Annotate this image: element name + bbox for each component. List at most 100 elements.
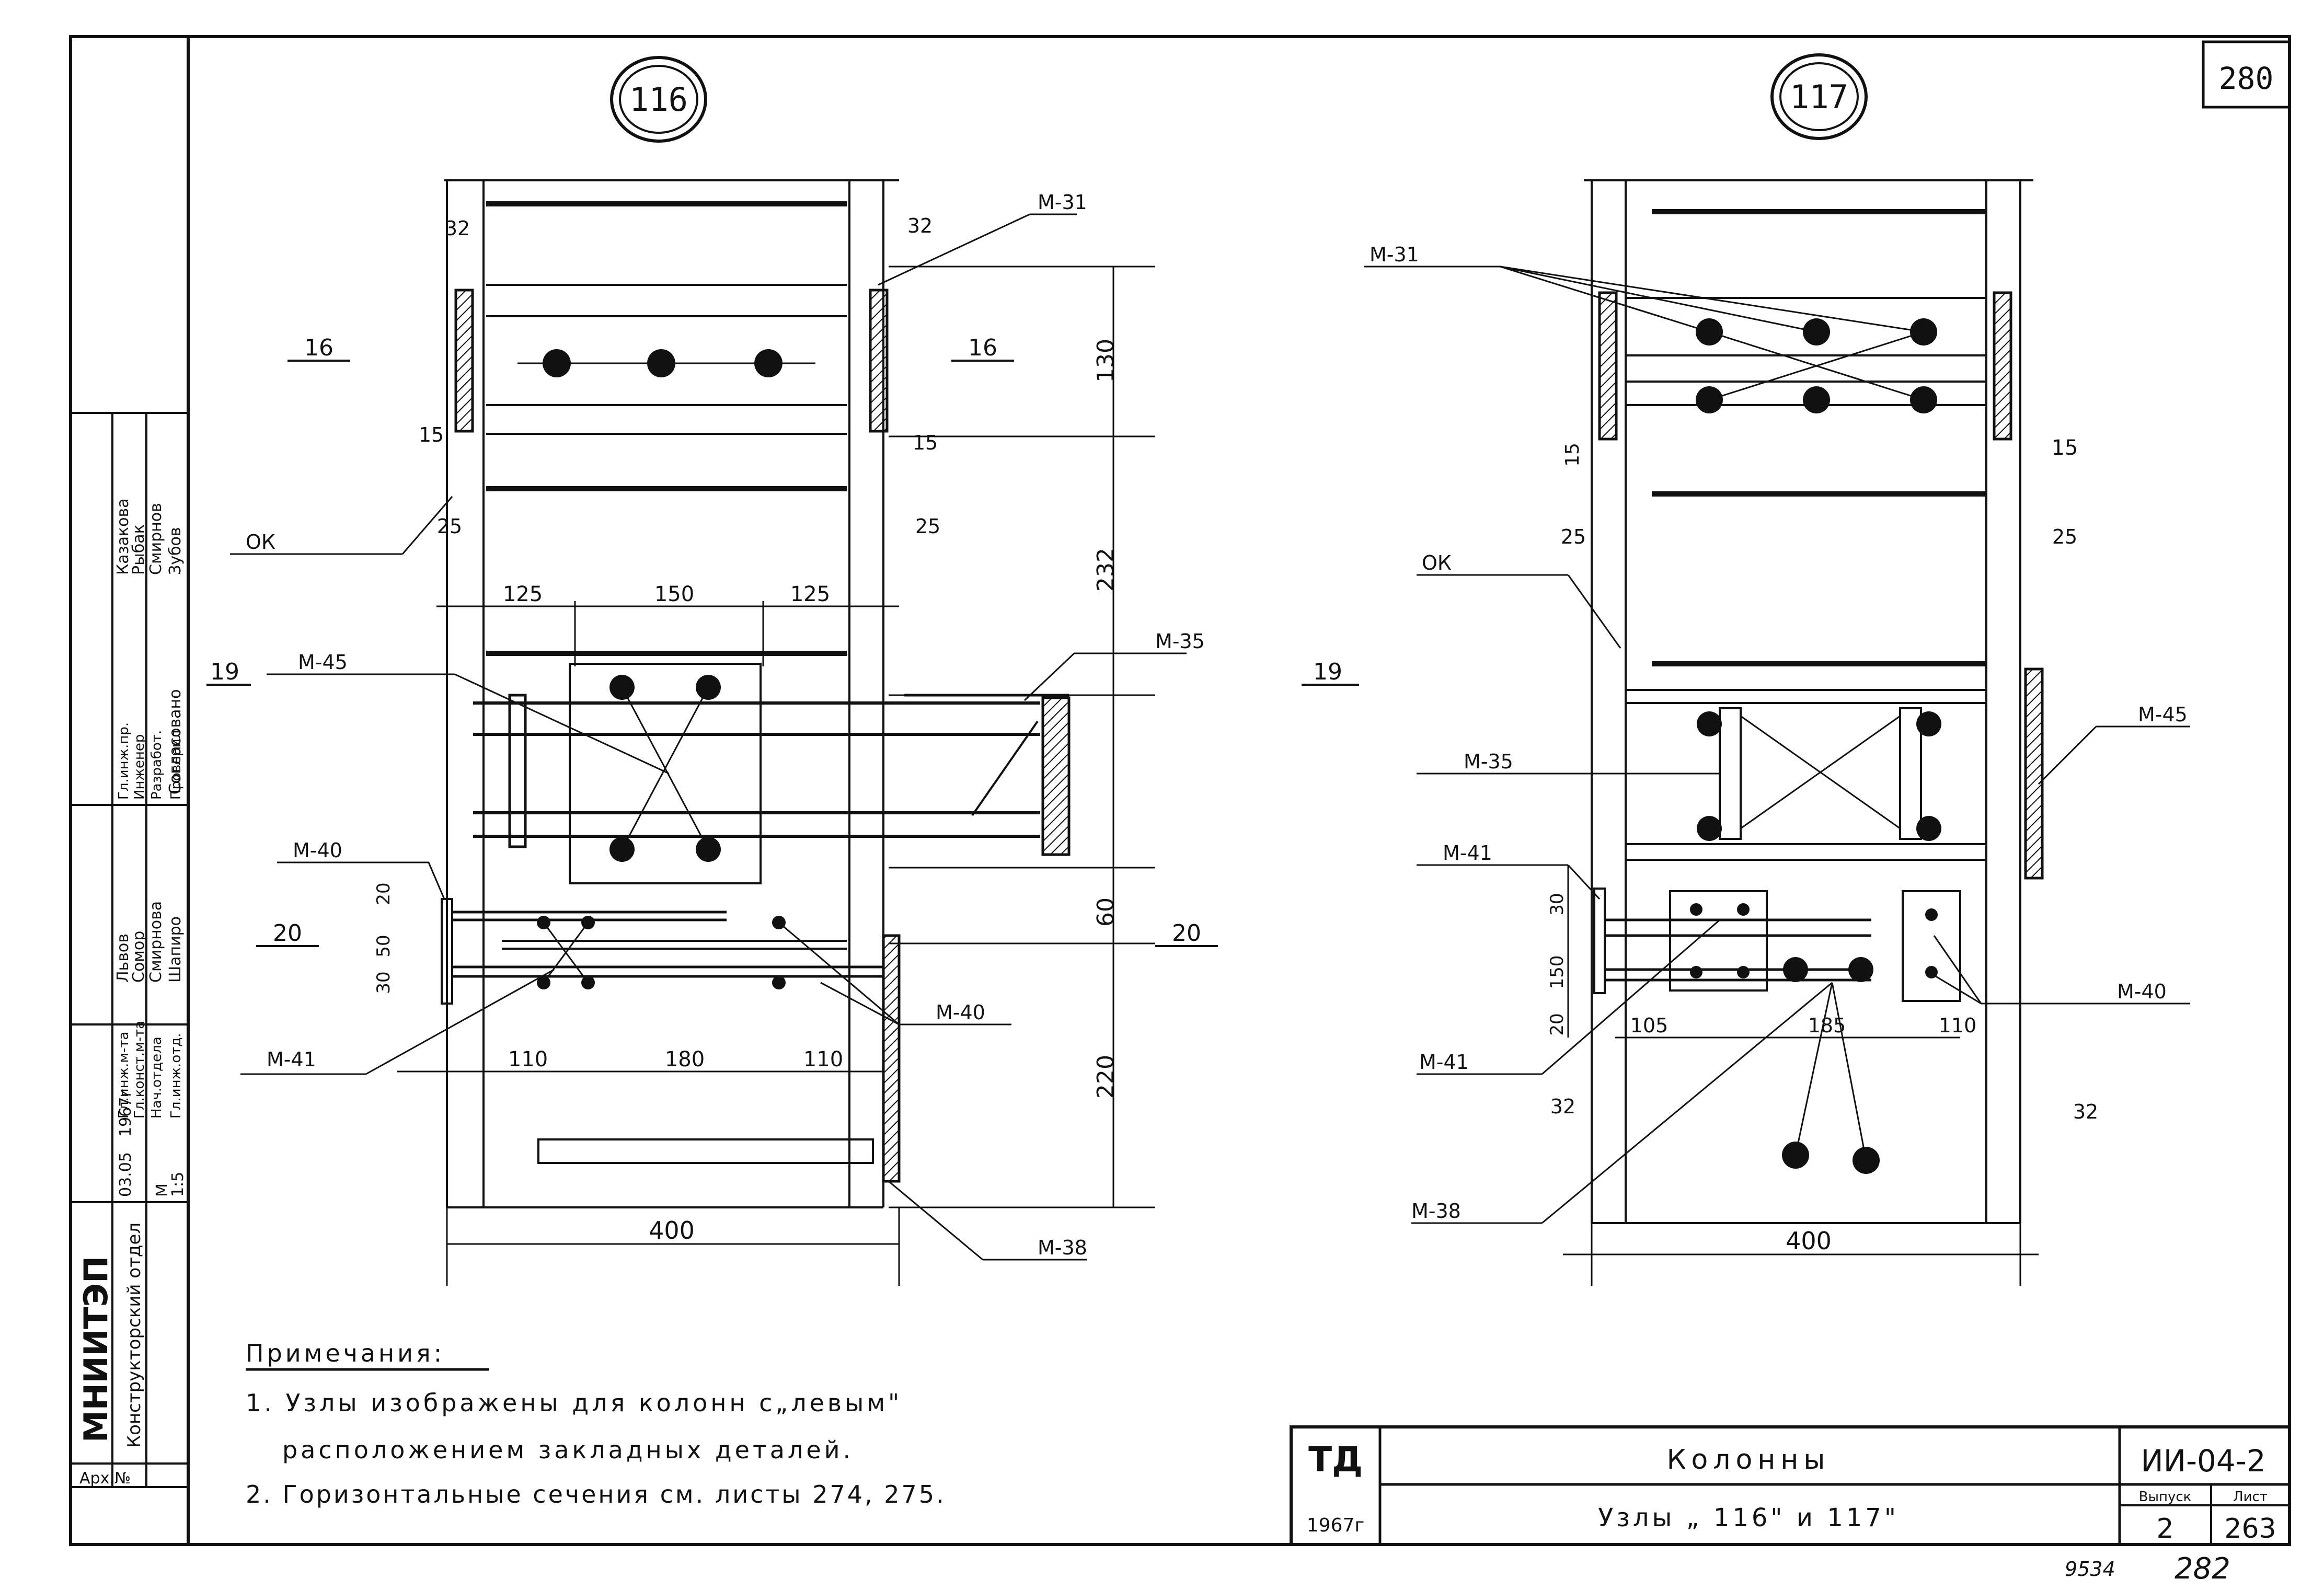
stamp-role2-3: Разработ.	[149, 730, 165, 800]
dim-25-left-117: 25	[1561, 525, 1586, 548]
dim-125-b-116: 125	[790, 582, 830, 606]
dim-32-right-116: 32	[907, 214, 933, 237]
label-m40-left-116: М-40	[293, 839, 342, 862]
dim-32-left-116: 32	[445, 217, 470, 240]
stamp-role2-2: Инженер	[132, 734, 147, 800]
section-16-left: 16	[304, 335, 333, 361]
dim-125-a-116: 125	[503, 582, 543, 606]
section-20-left: 20	[273, 920, 302, 947]
archive-number-1: 9534	[2065, 1558, 2115, 1581]
issue-number: 2	[2156, 1513, 2173, 1545]
stamp-arch: Арх.№	[79, 1469, 131, 1488]
notes-line-2: расположением закладных деталей.	[282, 1436, 854, 1464]
label-m35-116: М-35	[1155, 630, 1205, 653]
plate-hatch-right-116	[869, 289, 889, 433]
stamp-date2: 1967г	[117, 1089, 135, 1137]
node-117: 117	[1302, 53, 2190, 1286]
dim-150-117: 150	[1547, 955, 1568, 989]
dim-400-117: 400	[1786, 1227, 1832, 1255]
notes: Примечания: 1. Узлы изображены для колон…	[246, 1339, 946, 1508]
sheet-number-tb: 263	[2224, 1513, 2276, 1545]
sheet-frame	[69, 35, 2291, 1546]
stamp-name2-4: Зубов	[166, 527, 185, 575]
stamp-name1-3: Смирнова	[147, 901, 165, 983]
stamp-role2-4: Проверил	[168, 730, 184, 800]
plate-hatch-m38-116	[882, 934, 901, 1183]
side-stamp: МНИИТЭП Конструкторский отдел Арх.№ Согл…	[71, 412, 188, 1488]
label-m31-117: М-31	[1370, 243, 1419, 266]
section-19-117: 19	[1313, 659, 1342, 685]
dim-15-left-117: 15	[1562, 443, 1583, 467]
label-ok-117: ОК	[1422, 551, 1452, 574]
dimension-lines-117	[1302, 266, 2190, 1286]
stamp-role-1: Гл.инж.м-та	[116, 1032, 132, 1119]
section-16-right: 16	[968, 335, 997, 361]
title-block: ТД 1967г Колонны Узлы „ 116" и 117" ИИ-0…	[1290, 1425, 2291, 1546]
label-m38-116: М-38	[1038, 1236, 1087, 1259]
stamp-role-4: Гл.инж.отд.	[168, 1033, 184, 1119]
drawing-title: Колонны	[1667, 1444, 1831, 1476]
column-116-outline	[444, 179, 899, 1208]
notes-heading: Примечания:	[246, 1339, 445, 1367]
label-m31-116: М-31	[1038, 191, 1087, 214]
drawing-subtitle: Узлы „ 116" и 117"	[1598, 1503, 1899, 1533]
dim-220-116: 220	[1092, 1055, 1119, 1099]
plate-hatch-left-116	[454, 289, 474, 433]
stamp-name1-2: Сомор	[130, 931, 148, 983]
stamp-name1-4: Шапиро	[166, 916, 185, 983]
notes-line-3: 2. Горизонтальные сечения см. листы 274,…	[246, 1480, 946, 1508]
stamp-organization: МНИИТЭП	[77, 1256, 115, 1443]
stamp-date1: 03.05	[117, 1152, 135, 1197]
section-19-116: 19	[210, 659, 239, 685]
node-116-id: 116	[629, 80, 688, 119]
label-m40-right-116: М-40	[936, 1001, 985, 1024]
label-m45-116: М-45	[298, 651, 348, 674]
sheet-label: Лист	[2233, 1489, 2268, 1505]
dim-110-b-116: 110	[803, 1047, 843, 1071]
stamp-agreed: Согласовано	[166, 689, 185, 794]
node-116: 116	[206, 56, 1218, 1286]
dim-50-116: 50	[373, 935, 394, 957]
notes-line-1: 1. Узлы изображены для колонн с„левым"	[246, 1389, 902, 1417]
label-m41-top-117: М-41	[1443, 842, 1492, 865]
dim-150-116: 150	[654, 582, 694, 606]
stamp-role2-1: Гл.инж.пр.	[116, 722, 132, 800]
label-m45-117: М-45	[2138, 703, 2188, 726]
dim-105-117: 105	[1630, 1014, 1669, 1037]
dim-110-117: 110	[1939, 1014, 1977, 1037]
archive-number-2: 282	[2175, 1552, 2230, 1586]
stamp-role-2: Гл.конст.м-та	[132, 1021, 147, 1119]
stamp-name2-3: Смирнов	[147, 503, 165, 575]
dim-32-right-117: 32	[2073, 1100, 2098, 1123]
stamp-scale: 1:5	[169, 1172, 187, 1197]
dim-30-116: 30	[373, 971, 394, 994]
dim-15-right-117: 15	[2052, 436, 2078, 460]
label-m41-bottom-117: М-41	[1419, 1051, 1469, 1074]
archive-numbers: 9534 282	[2065, 1552, 2230, 1586]
m45-plate-116	[569, 663, 762, 884]
series-code: ИИ-04-2	[2141, 1443, 2265, 1479]
dim-130-116: 130	[1092, 339, 1119, 383]
issue-label: Выпуск	[2139, 1489, 2192, 1505]
stamp-name1-1: Львов	[114, 934, 132, 983]
dim-180-116: 180	[665, 1047, 705, 1071]
node-117-id: 117	[1790, 78, 1848, 116]
stamp-role-3: Нач.отдела	[149, 1036, 165, 1119]
dim-15-left-116: 15	[419, 423, 444, 446]
section-20-right: 20	[1172, 920, 1201, 947]
label-m41-116: М-41	[267, 1048, 316, 1071]
dim-25-right-117: 25	[2052, 525, 2077, 548]
column-117-outline	[1584, 179, 2033, 1224]
stamp-name2-2: Рыбак	[130, 524, 148, 575]
dim-232-116: 232	[1092, 548, 1119, 592]
dim-32-left-117: 32	[1550, 1095, 1575, 1118]
m38-bar-116	[537, 1138, 874, 1164]
stamp-scale-label: М	[153, 1183, 171, 1197]
stamp-name2-1: Казакова	[114, 498, 132, 575]
sheet-number-box: 280	[2202, 40, 2291, 109]
label-m40-117: М-40	[2117, 980, 2167, 1003]
dim-110-a-116: 110	[508, 1047, 548, 1071]
dim-15-right-116: 15	[913, 431, 938, 454]
org-code: ТД	[1308, 1439, 1363, 1480]
